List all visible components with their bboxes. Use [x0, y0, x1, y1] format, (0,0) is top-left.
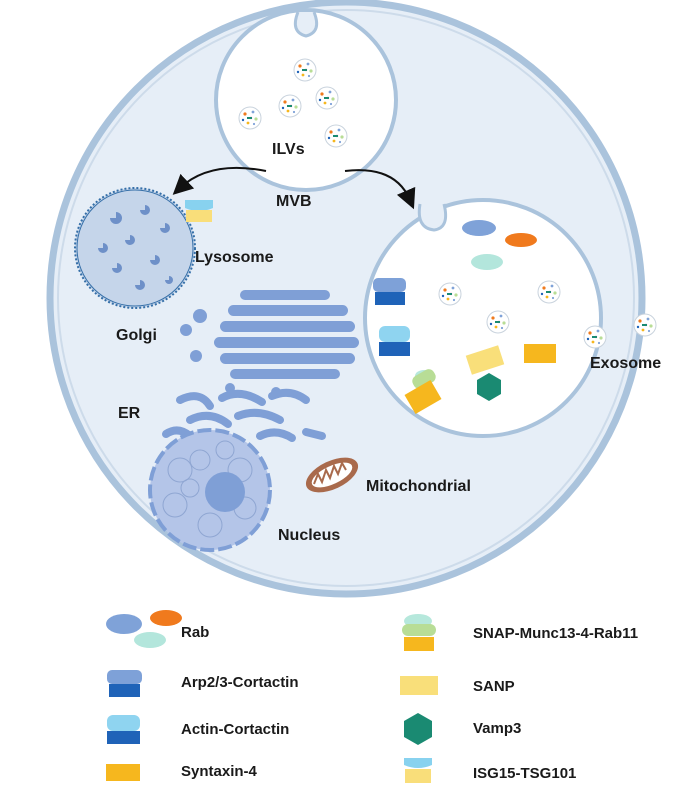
mvb-fusing: [363, 198, 603, 438]
arrow-to-mvb: [344, 169, 416, 210]
released-exosome-2: [633, 313, 657, 337]
legend-arp-label: Arp2/3-Cortactin: [181, 674, 299, 691]
legend-syntaxin-icon: [106, 764, 140, 781]
label-lysosome: Lysosome: [195, 249, 274, 266]
legend-actin-icon: [107, 715, 140, 744]
label-golgi: Golgi: [116, 327, 157, 344]
label-mitochondrial: Mitochondrial: [366, 478, 471, 495]
cell-inner-membrane: [57, 9, 635, 587]
arrow-to-lysosome: [172, 166, 267, 195]
legend-vamp3-icon: [404, 713, 432, 745]
label-ilvs: ILVs: [272, 141, 305, 158]
legend-snap-icon: [402, 614, 436, 651]
lysosome: [74, 187, 196, 309]
legend-syntaxin-label: Syntaxin-4: [181, 763, 258, 780]
label-er: ER: [118, 405, 141, 422]
legend-sanp-icon: [400, 676, 438, 695]
legend-isg15-icon: [404, 758, 432, 783]
isg15-tsg101-marker: [185, 200, 213, 222]
legend: Rab Arp2/3-Cortactin Actin-Cortactin Syn…: [106, 610, 638, 783]
label-mvb: MVB: [276, 193, 312, 210]
label-nucleus: Nucleus: [278, 527, 340, 544]
nucleus: [148, 428, 272, 552]
mitochondrion: [305, 457, 359, 493]
legend-rab-icon: [106, 610, 182, 648]
legend-arp-icon: [107, 670, 142, 697]
legend-isg15-label: ISG15-TSG101: [473, 765, 576, 782]
legend-rab-label: Rab: [181, 624, 209, 641]
legend-snap-label: SNAP-Munc13-4-Rab11: [473, 625, 638, 642]
golgi: [180, 290, 359, 397]
legend-actin-label: Actin-Cortactin: [181, 721, 289, 738]
released-exosome-1: [583, 325, 607, 349]
legend-sanp-label: SANP: [473, 678, 515, 695]
mvb-top: [214, 8, 398, 192]
legend-vamp3-label: Vamp3: [473, 720, 521, 737]
label-exosome: Exosome: [590, 355, 661, 372]
